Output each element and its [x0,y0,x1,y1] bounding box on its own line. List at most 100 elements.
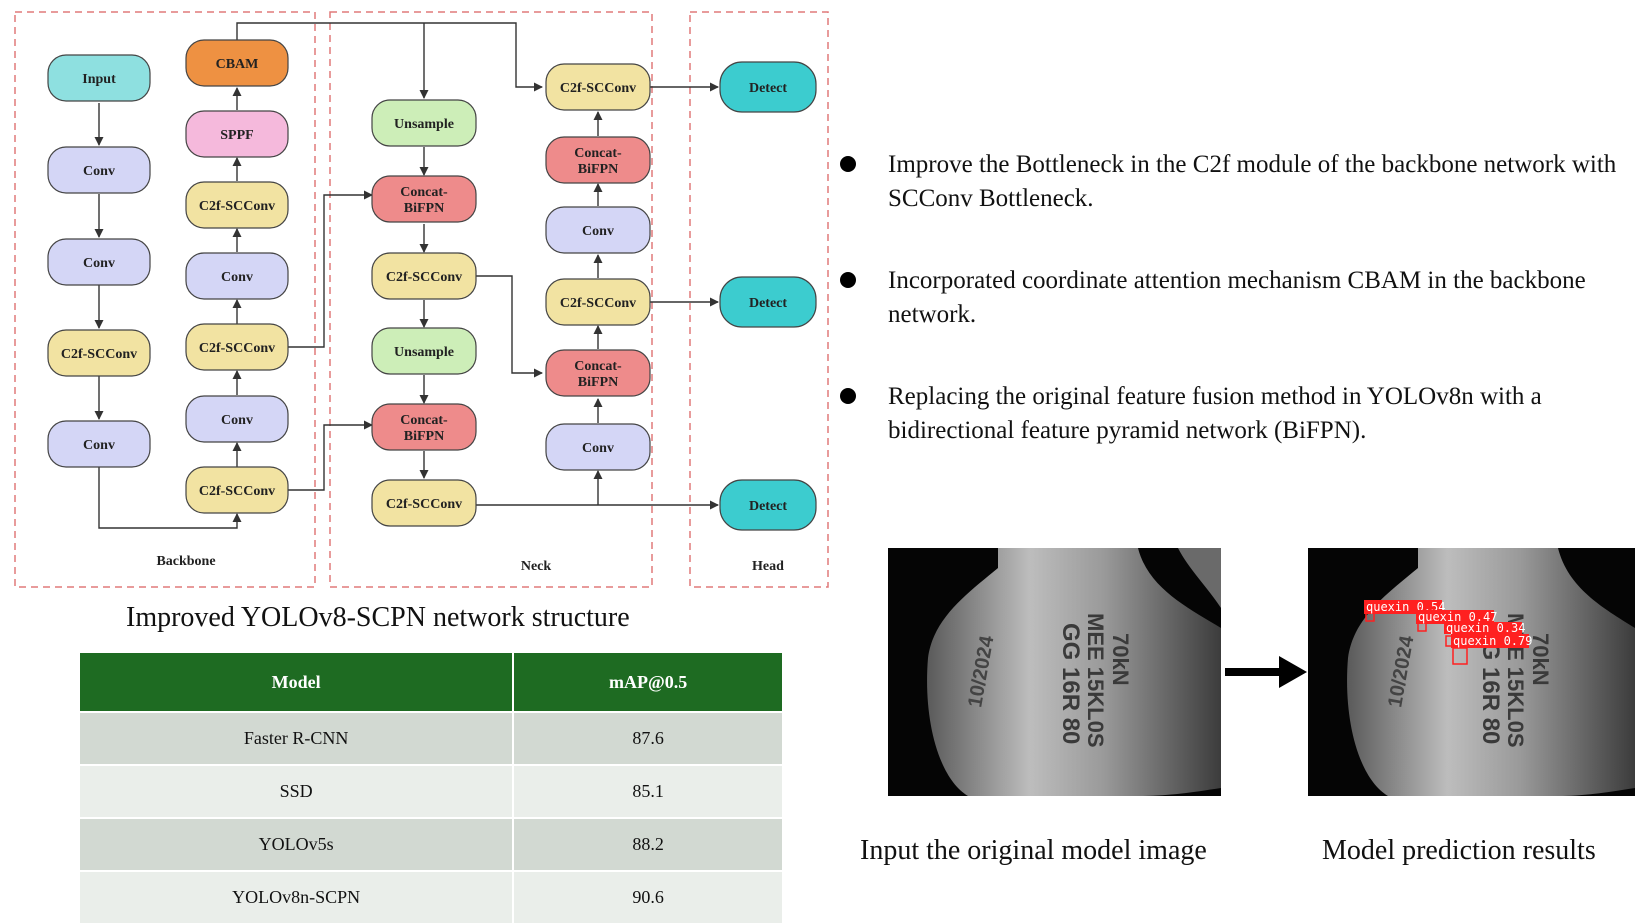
concat-line-second: BiFPN [404,201,444,216]
svg-text:Unsample: Unsample [394,117,454,132]
node-input: Input [47,54,151,102]
node-detect-top: Detect [719,61,817,113]
svg-text:Concat-BiFPN: Concat-BiFPN [574,146,622,177]
section-label-neck: Neck [521,559,552,574]
node-backbone-conv-1: Conv [47,146,151,194]
connectors [94,22,719,529]
bullet-icon [840,156,856,172]
section-label-backbone: Backbone [156,554,215,569]
original-image-caption: Input the original model image [860,835,1207,866]
concat-line-second: BiFPN [578,375,618,390]
node-neck-c2f-top: C2f-SCConv [545,63,651,111]
svg-text:SPPF: SPPF [220,128,253,143]
column-header-model: Model [80,653,515,712]
svg-text:Conv: Conv [83,438,115,453]
svg-text:C2f-SCConv: C2f-SCConv [560,296,636,311]
node-neck-c2f-mid: C2f-SCConv [545,278,651,326]
svg-text:Detect: Detect [749,81,787,96]
svg-text:Concat-BiFPN: Concat-BiFPN [574,359,622,390]
svg-text:Concat-BiFPN: Concat-BiFPN [400,413,448,444]
model-cell: SSD [80,764,515,818]
svg-text:Conv: Conv [582,441,614,456]
node-neck-unsample-2: Unsample [371,327,477,375]
svg-text:Unsample: Unsample [394,345,454,360]
original-image: GG 16R 80 MEE 15KL0S 70kN 10/2024 [888,548,1221,796]
map-cell: 88.2 [513,817,782,871]
svg-text:Detect: Detect [749,499,787,514]
node-backbone-conv-2: Conv [47,238,151,286]
svg-text:Conv: Conv [221,270,253,285]
svg-text:C2f-SCConv: C2f-SCConv [560,81,636,96]
model-cell: YOLOv8n-SCPN [80,870,515,923]
detection-label: quexin 0.79 [1453,634,1532,648]
detection-label-bg [1451,634,1529,648]
arrow-right-icon [1225,656,1307,688]
column-header-map: mAP@0.5 [513,653,782,712]
backbone-frame [14,11,316,588]
node-backbone-c2f-mid: C2f-SCConv [185,323,289,371]
highlights-list: Improve the Bottleneck in the C2f module… [840,148,1630,496]
svg-text:C2f-SCConv: C2f-SCConv [199,484,275,499]
node-sppf: SPPF [185,110,289,158]
highlight-text: Replacing the original feature fusion me… [888,383,1542,444]
casting-text-line: 70kN [1108,633,1133,686]
highlight-item: Incorporated coordinate attention mechan… [840,264,1630,332]
map-cell: 90.6 [513,870,782,923]
highlight-item: Improve the Bottleneck in the C2f module… [840,148,1630,216]
svg-text:C2f-SCConv: C2f-SCConv [386,497,462,512]
concat-line-second: BiFPN [404,429,444,444]
casting-text-line: MEE 15KL0S [1083,613,1108,748]
prediction-caption: Model prediction results [1322,835,1596,866]
prediction-image: GG 16R 80 MEE 15KL0S 70kN 10/2024 quexin… [1308,548,1635,796]
concat-line-4: Concat- [574,146,622,161]
svg-text:Conv: Conv [83,164,115,179]
concat-line-3: Concat- [574,359,622,374]
highlight-item: Replacing the original feature fusion me… [840,380,1630,448]
concat-line-2: Concat- [400,413,448,428]
highlight-text: Improve the Bottleneck in the C2f module… [888,151,1617,212]
node-detect-mid: Detect [719,276,817,328]
section-label-head: Head [752,559,784,574]
svg-text:Conv: Conv [582,224,614,239]
neck-frame [329,11,653,588]
detection-label: quexin 0.34 [1446,621,1525,635]
node-neck-c2f-1: C2f-SCConv [371,252,477,300]
nodes: Input Conv Conv C2f-SCConv Conv C2f-SCCo… [47,39,817,531]
node-backbone-c2f-1: C2f-SCConv [47,329,151,377]
node-cbam: CBAM [185,39,289,87]
detection-label-bg [1444,622,1522,634]
casting-text-line: GG 16R 80 [1057,623,1084,744]
network-caption: Improved YOLOv8-SCPN network structure [126,602,630,633]
svg-text:Conv: Conv [221,413,253,428]
node-neck-concat-low: Concat-BiFPN [545,349,651,397]
node-backbone-conv-b: Conv [185,252,289,300]
svg-text:Detect: Detect [749,296,787,311]
node-neck-conv-bottom: Conv [545,423,651,471]
map-cell: 85.1 [513,764,782,818]
svg-text:Conv: Conv [83,256,115,271]
detection-label: quexin 0.47 [1418,610,1497,624]
svg-text:C2f-SCConv: C2f-SCConv [199,341,275,356]
svg-text:C2f-SCConv: C2f-SCConv [61,347,137,362]
map-cell: 87.6 [513,711,782,765]
node-backbone-c2f-bottom: C2f-SCConv [185,466,289,514]
casting-text-line: 70kN [1528,633,1553,686]
svg-text:C2f-SCConv: C2f-SCConv [199,199,275,214]
model-cell: YOLOv5s [80,817,515,871]
head-frame [689,11,829,588]
bullet-icon [840,388,856,404]
concat-line-second: BiFPN [578,162,618,177]
node-neck-conv-mid: Conv [545,206,651,254]
svg-text:C2f-SCConv: C2f-SCConv [386,270,462,285]
node-neck-concat-2: Concat-BiFPN [371,403,477,451]
svg-text:Input: Input [82,72,116,87]
node-neck-c2f-2: C2f-SCConv [371,479,477,527]
svg-text:Concat-BiFPN: Concat-BiFPN [400,185,448,216]
node-backbone-conv-3: Conv [47,420,151,468]
table-header-row: Model mAP@0.5 [80,653,782,712]
